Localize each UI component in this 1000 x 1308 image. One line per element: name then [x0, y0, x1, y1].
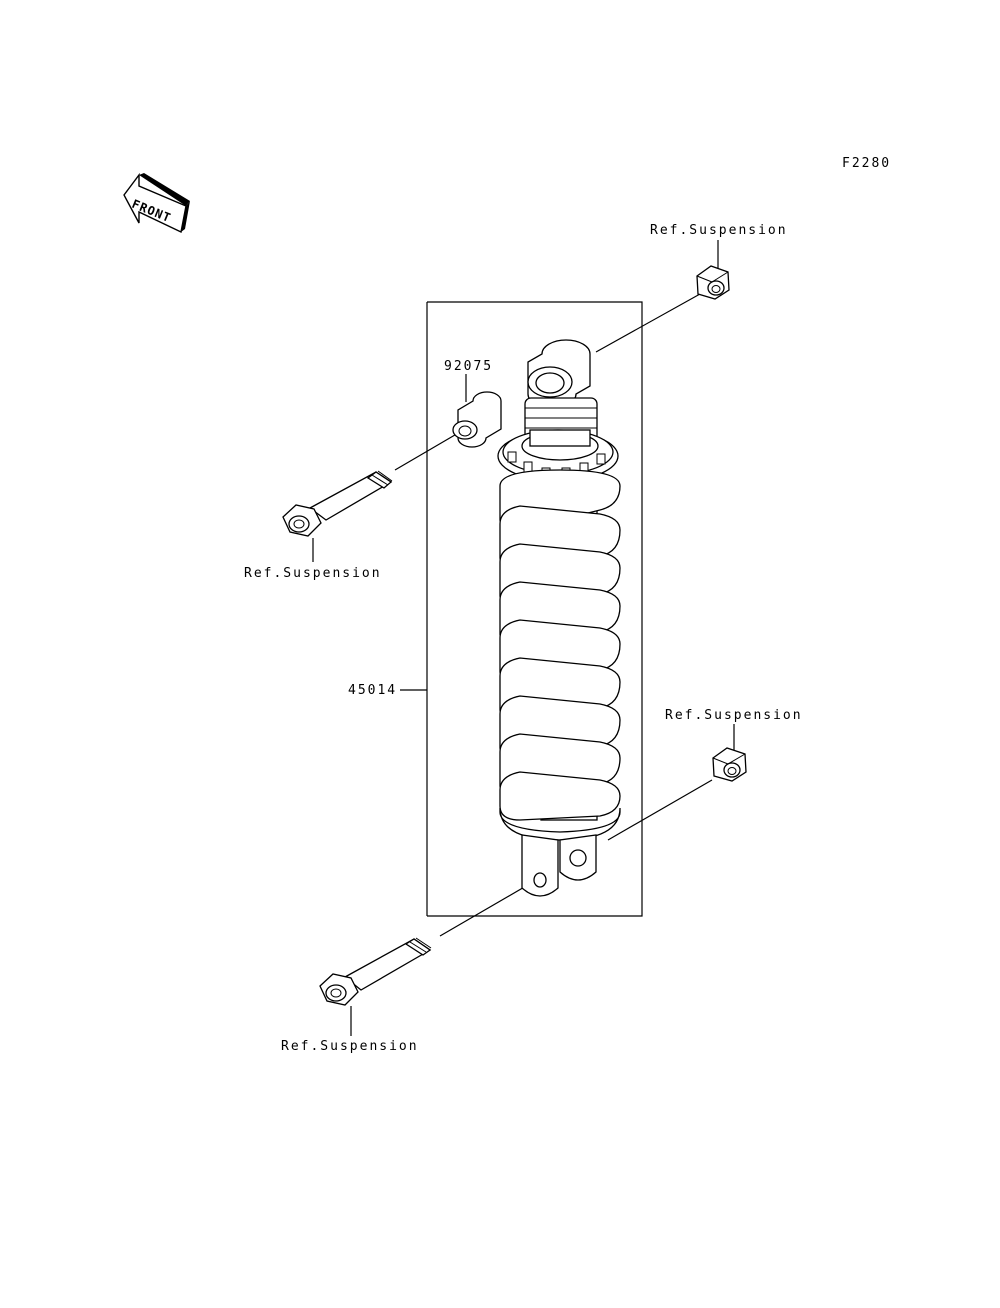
ref-suspension-top-label: Ref.Suspension: [650, 223, 788, 238]
leader-lines: [312, 240, 735, 1036]
upper-bolt-icon: [282, 470, 393, 537]
front-arrow-icon: FRONT: [123, 172, 190, 234]
shock-absorber-part-number: 45014: [348, 683, 397, 698]
spring-coils: [499, 469, 621, 821]
assembly-bracket: [400, 301, 643, 917]
collar-icon: [452, 391, 502, 448]
nut-top-right-icon: [696, 265, 730, 300]
diagram-code: F2280: [842, 156, 891, 171]
ref-suspension-upper-bolt-label: Ref.Suspension: [244, 566, 382, 581]
nut-lower-right-icon: [712, 747, 747, 782]
lower-bolt-icon: [319, 937, 432, 1006]
shock-absorber-icon: [497, 339, 621, 897]
ref-suspension-lower-bolt-label: Ref.Suspension: [281, 1039, 419, 1054]
collar-part-number: 92075: [444, 359, 493, 374]
ref-suspension-lower-nut-label: Ref.Suspension: [665, 708, 803, 723]
